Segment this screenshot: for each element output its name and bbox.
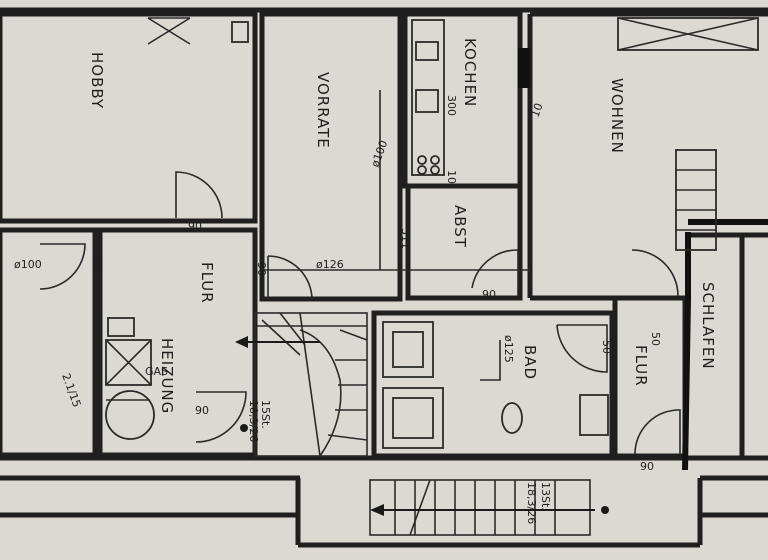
room-label-hobby: HOBBY [88,52,106,109]
room-label-bad: BAD [521,345,539,380]
bathroom-fixtures [382,321,609,449]
room-label-vorrate: VORRATE [314,72,332,149]
dim-left-door: 90 [90,258,103,272]
pipe-lines [240,90,609,514]
dim-flur-right-door: 50 [649,332,662,346]
room-label-schlafen: SCHLAFEN [699,282,717,370]
room-label-wohnen: WOHNEN [608,78,626,154]
dim-flur-door: 90 [640,460,654,473]
dim-abst-door: 90 [482,288,496,301]
dim-stair-outer-1: 13St. [539,482,552,511]
dim-stair-outer-2: 18,3/26 [525,482,538,524]
note-heizung-gas: GAS [145,365,168,378]
inner-staircase [235,312,368,457]
outer-staircase [369,479,595,536]
dim-abst: 311 [399,228,412,249]
heating-fixtures [105,317,155,440]
dim-hobby-door: 90 [188,220,202,233]
room-label-flur-left: FLUR [198,262,216,304]
room-label-kochen: KOCHEN [461,38,479,107]
room-label-abst: ABST [451,205,469,248]
dim-left-pipe: ø100 [14,258,42,271]
dim-heizung-door: 90 [195,404,209,417]
dim-stair-inner-1: 15St. [259,400,272,429]
dim-bad-door: 50 [600,340,613,354]
kitchen-fixtures [411,19,445,176]
room-label-flur-right: FLUR [632,345,650,387]
dim-bad-pipe: ø125 [502,335,515,363]
dim-kochen-width: 300 [445,95,458,116]
dim-stair-inner-2: 18,3/26 [247,400,260,442]
window-fixtures [617,17,759,251]
dim-flur-pipe: ø126 [316,258,344,271]
dim-kochen-counter: 10 [445,170,458,184]
dim-wall-10: 10 [529,101,546,119]
room-label-heizung: HEIZUNG [158,338,176,414]
doors [39,17,681,455]
dim-vorrate-door: 90 [255,262,268,276]
